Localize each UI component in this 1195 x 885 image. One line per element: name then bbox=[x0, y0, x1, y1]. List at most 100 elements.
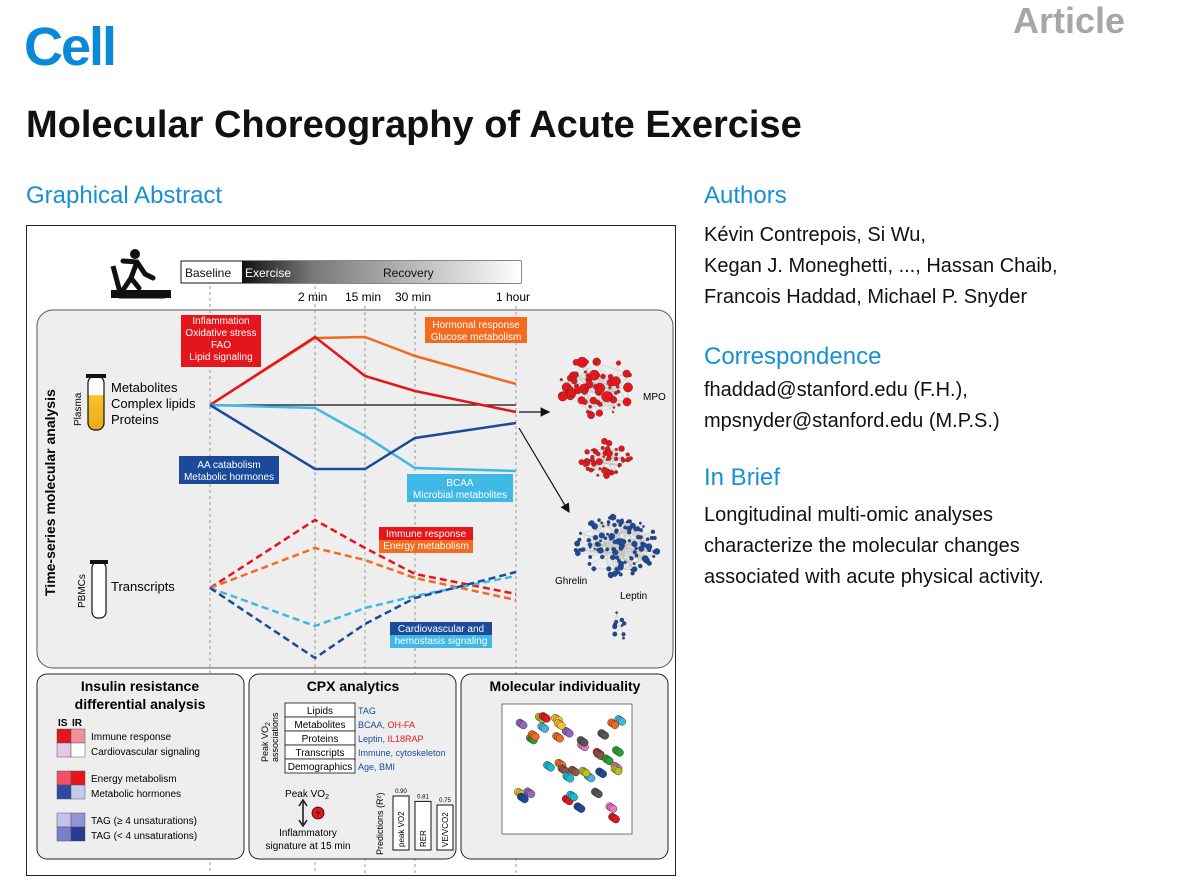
network-node bbox=[591, 461, 597, 467]
time-gridlines bbox=[209, 286, 517, 874]
network-node bbox=[611, 546, 617, 552]
network-label-ghrelin: Ghrelin bbox=[555, 576, 587, 587]
box-hemostasis: hemostasis signaling bbox=[395, 636, 488, 647]
network-node bbox=[620, 624, 624, 627]
network-node bbox=[617, 538, 625, 546]
cpx-title: CPX analytics bbox=[307, 678, 400, 694]
box-cardiovascular: Cardiovascular and bbox=[398, 624, 484, 635]
network-node bbox=[618, 545, 624, 551]
network-node bbox=[559, 392, 563, 395]
network-node bbox=[623, 560, 627, 564]
insulin-row-tag-high: TAG (≥ 4 unsaturations) bbox=[91, 816, 197, 827]
box-bcaa: BCAA bbox=[446, 478, 474, 489]
box-metabolic-hormones: Metabolic hormones bbox=[184, 472, 274, 483]
plasma-metabolites: Metabolites bbox=[111, 380, 178, 395]
individual-sample-dot bbox=[570, 793, 579, 802]
hormonal-box bbox=[425, 317, 527, 343]
network-node bbox=[631, 566, 638, 572]
network-node bbox=[614, 447, 618, 451]
correspondence-email[interactable]: fhaddad@stanford.edu (F.H.), bbox=[704, 379, 968, 401]
network-node bbox=[652, 535, 657, 541]
authors-line: Kévin Contrepois, Si Wu, bbox=[704, 224, 926, 246]
authors-line: Kegan J. Moneghetti, ..., Hassan Chaib, bbox=[704, 255, 1058, 277]
network-node bbox=[559, 378, 563, 382]
cpx-bar bbox=[436, 804, 454, 851]
network-node bbox=[633, 527, 638, 532]
network-node bbox=[596, 548, 599, 552]
y-axis-label: Time-series molecular analysis bbox=[42, 389, 58, 596]
timeline-recovery: Recovery bbox=[383, 266, 434, 280]
individual-sample-dot bbox=[531, 732, 540, 741]
pbmc-tube-icon bbox=[90, 560, 108, 619]
network-node bbox=[638, 521, 642, 525]
pbmc-label: PBMCs bbox=[77, 574, 88, 608]
individual-sample-dot bbox=[611, 815, 620, 824]
network-node bbox=[617, 564, 624, 571]
network-node bbox=[629, 522, 636, 529]
network-node bbox=[602, 455, 606, 459]
network-node bbox=[619, 617, 625, 623]
network-label-leptin: Leptin bbox=[620, 591, 647, 602]
in-brief-line: associated with acute physical activity. bbox=[704, 566, 1044, 588]
graphical-abstract-heading: Graphical Abstract bbox=[26, 182, 223, 209]
is-label: IS bbox=[58, 718, 68, 729]
network-node bbox=[606, 566, 612, 572]
insulin-row-immune: Immune response bbox=[91, 732, 171, 743]
cpx-inflam-1: Inflammatory bbox=[279, 828, 337, 839]
network-node bbox=[611, 410, 615, 414]
box-lipid-signaling: Lipid signaling bbox=[189, 352, 252, 363]
network-node bbox=[588, 546, 592, 549]
network-node bbox=[601, 524, 605, 528]
cpx-row-value: BCAA, OH-FA bbox=[358, 720, 415, 730]
network-node bbox=[642, 525, 645, 528]
network-node bbox=[577, 537, 582, 542]
network-node bbox=[616, 519, 620, 523]
pbmc-navy-trajectory bbox=[209, 570, 517, 660]
network-node bbox=[613, 456, 619, 462]
network-node bbox=[587, 411, 595, 420]
individual-sample-dot bbox=[615, 748, 624, 757]
network-node bbox=[583, 370, 588, 374]
individual-sample-dot bbox=[577, 804, 586, 813]
network-node bbox=[585, 378, 589, 382]
network-node bbox=[592, 448, 596, 452]
network-node bbox=[615, 569, 620, 575]
individual-sample-dot bbox=[598, 770, 607, 779]
box-oxidative-stress: Oxidative stress bbox=[185, 328, 256, 339]
graphical-abstract-svg: Baseline Exercise Recovery 2 min 15 min … bbox=[36, 249, 674, 874]
individual-sample-dot bbox=[609, 804, 618, 813]
protein-network-red bbox=[557, 356, 633, 479]
network-node bbox=[588, 520, 595, 527]
insulin-heatmap bbox=[56, 728, 86, 842]
network-node bbox=[606, 455, 612, 461]
network-node bbox=[645, 537, 650, 542]
network-node bbox=[627, 539, 632, 543]
network-node bbox=[588, 404, 592, 409]
correspondence-email[interactable]: mpsnyder@stanford.edu (M.P.S.) bbox=[704, 410, 1000, 432]
in-brief-line: characterize the molecular changes bbox=[704, 535, 1020, 557]
network-node bbox=[608, 386, 612, 390]
cpx-bar-label: VE/VCO2 bbox=[441, 812, 450, 847]
individual-sample-dot bbox=[557, 721, 566, 730]
network-node bbox=[570, 373, 576, 378]
network-node bbox=[609, 537, 613, 541]
network-node bbox=[593, 360, 596, 364]
correspondence-list: fhaddad@stanford.edu (F.H.), mpsnyder@st… bbox=[704, 375, 1000, 437]
network-node bbox=[638, 563, 643, 569]
network-node bbox=[632, 562, 636, 566]
network-node bbox=[615, 360, 622, 366]
network-node bbox=[592, 357, 601, 366]
insulin-title-2: differential analysis bbox=[75, 696, 206, 712]
individual-sample-dot bbox=[605, 757, 614, 766]
graphical-abstract-figure: Baseline Exercise Recovery 2 min 15 min … bbox=[26, 225, 676, 876]
network-node bbox=[614, 530, 619, 534]
timeline-exercise-gradient bbox=[242, 261, 521, 283]
network-node bbox=[591, 566, 597, 572]
network-node bbox=[592, 384, 599, 390]
network-node bbox=[607, 523, 610, 527]
network-node bbox=[574, 540, 581, 547]
network-node bbox=[636, 534, 641, 540]
network-node bbox=[639, 528, 643, 533]
timeline-tick-1hour: 1 hour bbox=[496, 290, 530, 304]
